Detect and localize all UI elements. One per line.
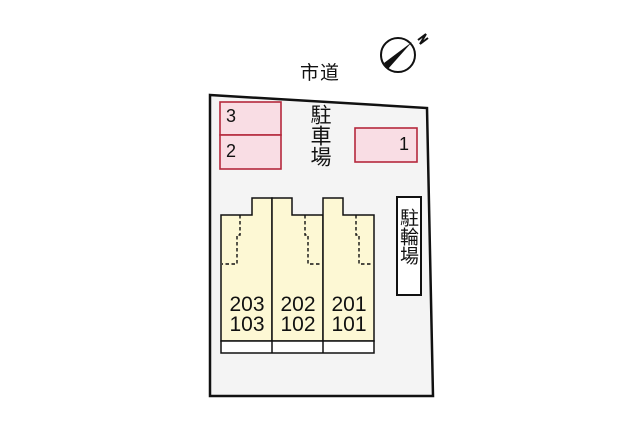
unit-201-upper: 201: [331, 293, 367, 316]
parking-label: 駐車場: [308, 104, 331, 167]
bicycle-parking: [396, 196, 422, 296]
unit-101-lower: 101: [331, 313, 367, 336]
unit-202-upper: 202: [280, 293, 316, 316]
building: [220, 197, 375, 354]
unit-102-lower: 102: [280, 313, 316, 336]
parking-space-1: [354, 127, 418, 163]
unit-203-upper: 203: [229, 293, 265, 316]
parking-space-2-number: 2: [226, 141, 237, 161]
bicycle-parking-label: 駐輪場: [397, 208, 418, 265]
parking-space-3-number: 3: [226, 106, 237, 126]
north-arrow-icon: [380, 33, 429, 73]
parking-space-1-number: 1: [399, 134, 410, 154]
entrance-strip: [220, 340, 375, 354]
parking-space-3: [219, 101, 282, 136]
unit-103-lower: 103: [229, 313, 265, 336]
interior-dashed-lines: [222, 215, 373, 265]
parking-space-2: [219, 134, 282, 170]
road-label: 市道: [300, 63, 341, 84]
